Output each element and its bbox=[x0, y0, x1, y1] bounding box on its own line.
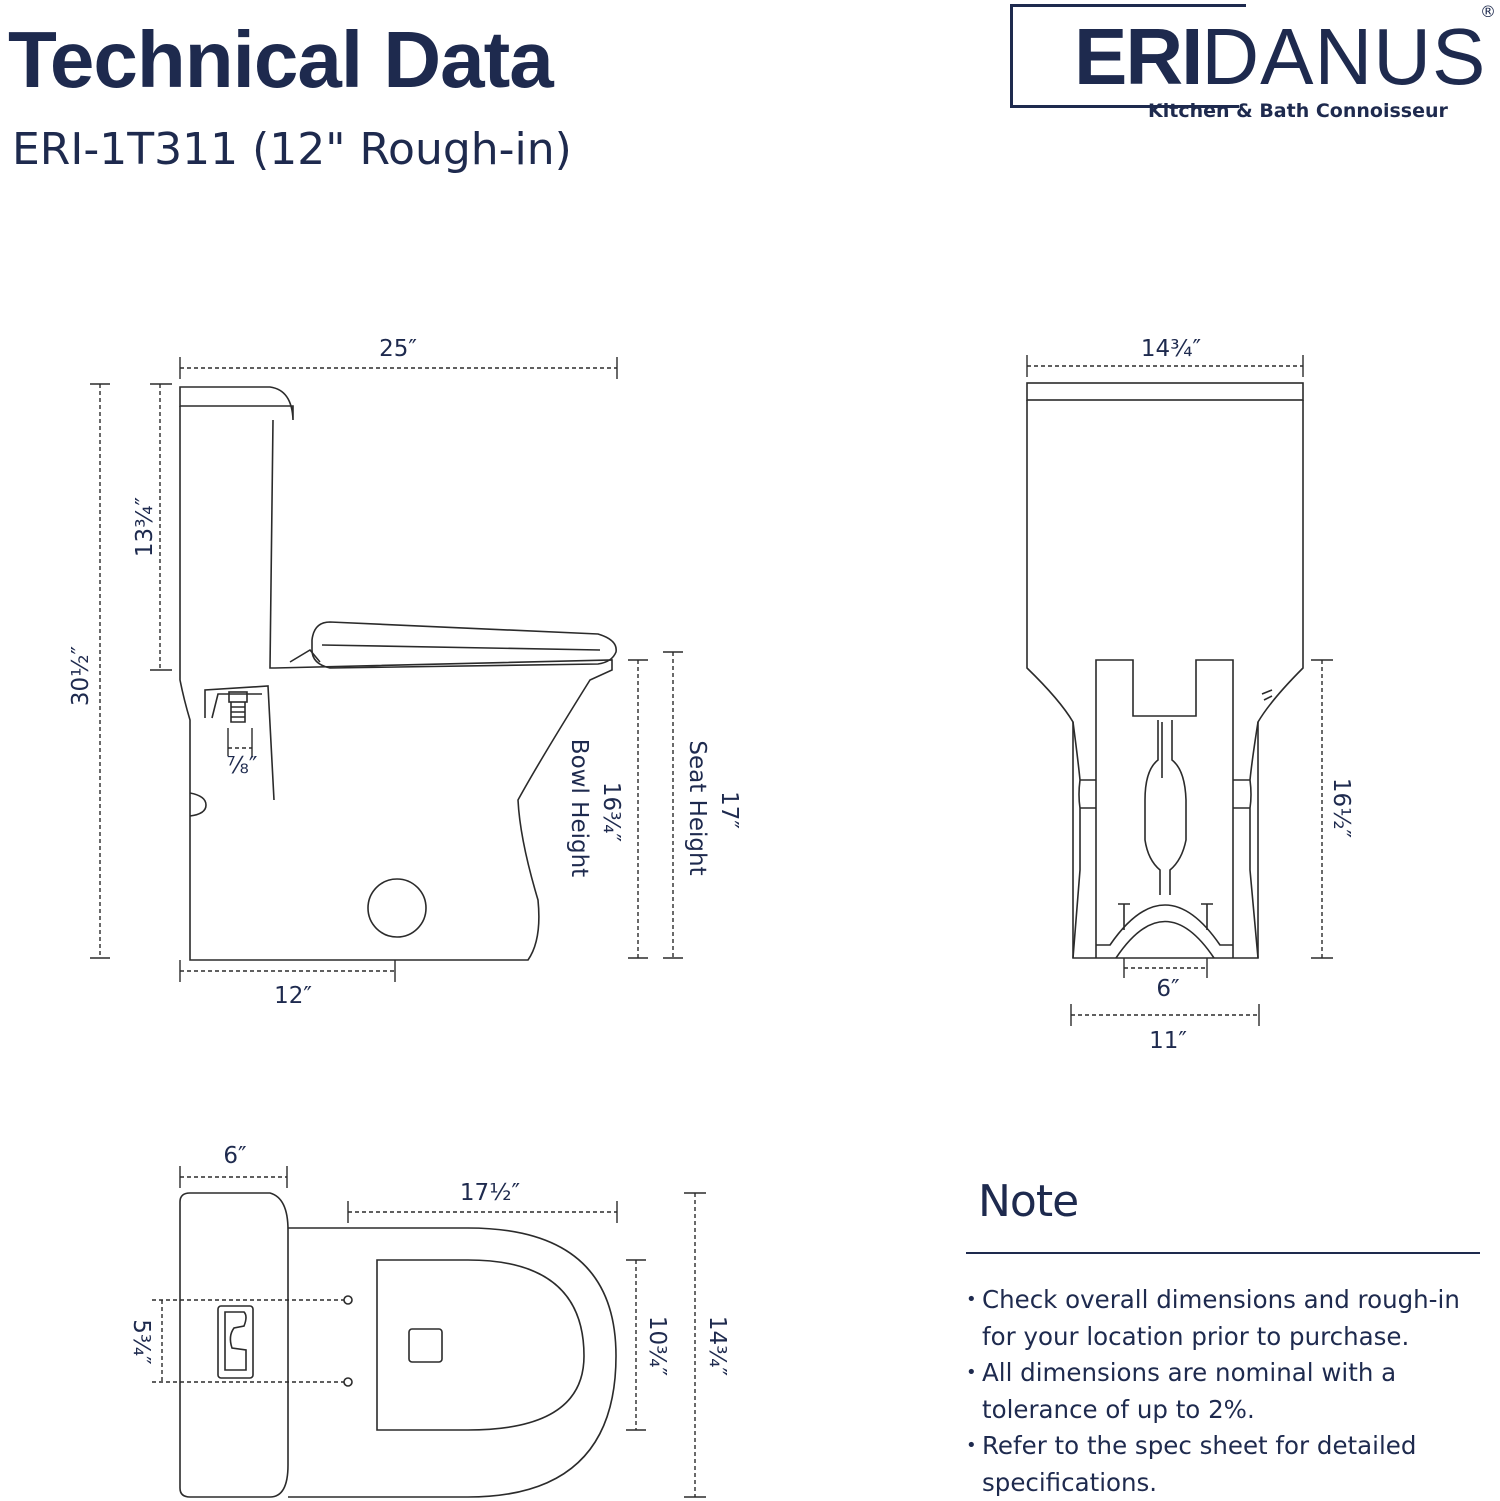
dim-top-overall-width: 14¾″ bbox=[704, 1316, 730, 1377]
note-divider bbox=[966, 1252, 1480, 1254]
logo-name-bold: ERI bbox=[1074, 12, 1203, 101]
logo-tagline: Kitchen & Bath Connoisseur bbox=[1148, 100, 1448, 122]
dim-front-height: 16½″ bbox=[1328, 778, 1354, 839]
note-item-text: All dimensions are nominal with a tolera… bbox=[982, 1358, 1397, 1424]
model-subtitle: ERI-1T311 (12" Rough-in) bbox=[12, 124, 572, 175]
dim-rough-in: 12″ bbox=[274, 983, 312, 1009]
bullet-icon: • bbox=[966, 1289, 977, 1310]
side-view: 25″ 30½″ 13¾″ ⅞″ 16¾″ Bowl Height bbox=[68, 336, 742, 1009]
dim-supply-size: ⅞″ bbox=[227, 753, 258, 779]
logo-name-light: DANUS bbox=[1201, 12, 1487, 101]
dim-bowl-height: 16¾″ bbox=[598, 782, 624, 843]
dim-top-bowl-length: 17½″ bbox=[460, 1180, 521, 1206]
note-item: •All dimensions are nominal with a toler… bbox=[966, 1355, 1496, 1428]
note-item: •Check overall dimensions and rough-in f… bbox=[966, 1282, 1496, 1355]
bullet-icon: • bbox=[966, 1435, 977, 1456]
dim-front-base: 11″ bbox=[1149, 1028, 1187, 1054]
top-view-dimensions: 6″ 17½″ 5¾″ 10¾″ 14¾″ bbox=[128, 1143, 730, 1498]
note-item: •Refer to the spec sheet for detailed sp… bbox=[966, 1428, 1496, 1501]
label-seat-height: Seat Height bbox=[684, 740, 710, 875]
registered-mark: ® bbox=[1480, 2, 1496, 21]
side-view-outline bbox=[179, 386, 617, 961]
top-view: 6″ 17½″ 5¾″ 10¾″ 14¾″ bbox=[128, 1143, 730, 1498]
page-title: Technical Data bbox=[8, 15, 554, 104]
top-view-outline bbox=[179, 1192, 617, 1498]
dim-top-bowl-width: 10¾″ bbox=[644, 1316, 670, 1377]
dim-top-bolt-spacing: 5¾″ bbox=[128, 1319, 154, 1365]
side-view-dimensions: 25″ 30½″ 13¾″ ⅞″ 16¾″ Bowl Height bbox=[68, 336, 742, 1009]
note-list: •Check overall dimensions and rough-in f… bbox=[966, 1282, 1496, 1501]
note-item-text: Check overall dimensions and rough-in fo… bbox=[982, 1285, 1460, 1351]
dim-front-outlet: 6″ bbox=[1156, 976, 1180, 1002]
note-item-text: Refer to the spec sheet for detailed spe… bbox=[982, 1431, 1417, 1497]
logo-frame-top bbox=[1010, 4, 1246, 7]
brand-logo: ERIDANUS Kitchen & Bath Connoisseur ® bbox=[1008, 2, 1500, 126]
note-heading: Note bbox=[978, 1176, 1079, 1227]
front-view: 14¾″ 16½″ 6″ 11″ bbox=[1026, 336, 1354, 1054]
front-view-outline bbox=[1026, 382, 1304, 959]
dim-front-tank-width: 14¾″ bbox=[1141, 336, 1202, 362]
label-bowl-height: Bowl Height bbox=[566, 739, 592, 877]
front-view-dimensions: 14¾″ 16½″ 6″ 11″ bbox=[1026, 336, 1354, 1054]
dim-overall-height: 30½″ bbox=[68, 646, 94, 707]
dim-top-tank-depth: 6″ bbox=[223, 1143, 247, 1169]
dim-seat-height: 17″ bbox=[716, 791, 742, 829]
logo-wordmark: ERIDANUS bbox=[1074, 14, 1486, 100]
dim-tank-height: 13¾″ bbox=[132, 497, 158, 558]
bullet-icon: • bbox=[966, 1362, 977, 1383]
dim-overall-length: 25″ bbox=[379, 336, 417, 362]
